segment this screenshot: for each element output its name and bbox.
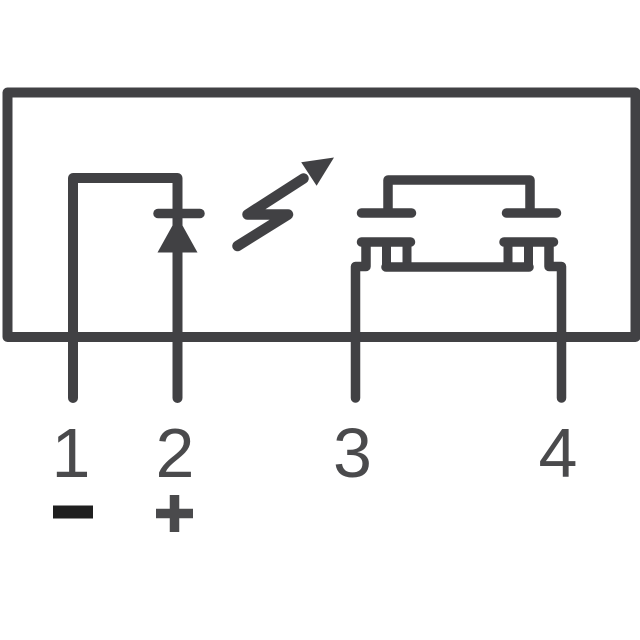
component-outline	[2, 87, 640, 342]
pin-2-plus-sign	[156, 495, 193, 532]
pin3-drain-lead	[350, 239, 371, 403]
gate-connection-wire	[383, 175, 535, 217]
led-input-section	[68, 173, 205, 403]
pin-labels: 1 2 3 4	[52, 414, 578, 492]
led-input-wire	[68, 173, 183, 403]
pin-3-label: 3	[333, 414, 372, 492]
polarity-marks	[53, 495, 193, 532]
arrow-head	[301, 157, 334, 186]
mosfet-output-section	[350, 175, 567, 403]
pin-2-label: 2	[156, 414, 195, 492]
pin-1-label: 1	[52, 414, 91, 492]
pin-4-label: 4	[539, 414, 578, 492]
pin4-drain-lead	[544, 239, 567, 403]
led-anode-triangle	[157, 216, 198, 253]
arrow-shaft	[232, 173, 309, 252]
light-emission-arrow-icon	[232, 157, 334, 252]
